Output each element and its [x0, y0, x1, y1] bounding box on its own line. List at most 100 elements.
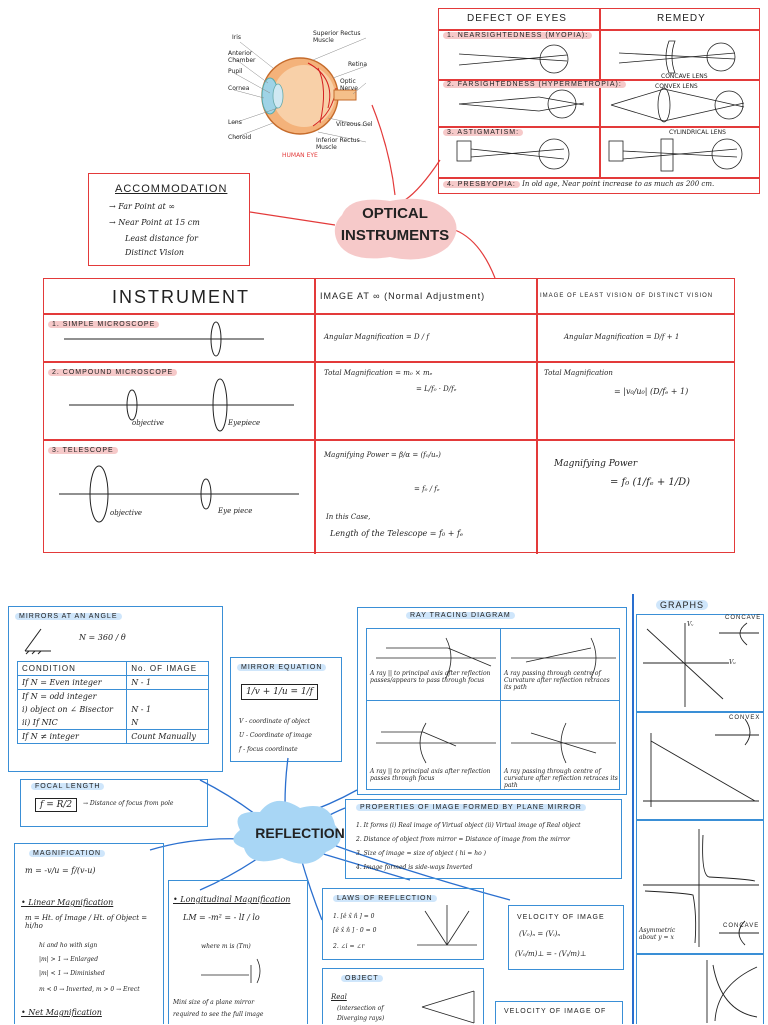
- plane-mirror-prop: 1. It forms (i) Real image of Virtual ob…: [356, 822, 581, 829]
- reflection-title: REFLECTION: [255, 825, 345, 841]
- focal-length-title: FOCAL LENGTH: [31, 783, 105, 790]
- condition-cell: i) object on ∠ Bisector: [16, 703, 128, 716]
- defects-header-right: REMEDY: [657, 13, 706, 24]
- eye-label: Lens: [228, 119, 242, 126]
- accommodation-line: → Near Point at 15 cm: [109, 218, 200, 227]
- eye-caption: HUMAN EYE: [282, 152, 318, 159]
- telescope-formula-d: Length of the Telescope = f₀ + fₑ: [330, 529, 463, 538]
- connector-lines: [249, 104, 496, 279]
- plane-mirror-prop: 2. Distance of object from mirror = Dist…: [356, 836, 570, 843]
- graph-convex-label: CONVEX: [729, 715, 761, 721]
- focal-length-formula: f = R/2: [35, 798, 78, 812]
- velocity-line: (V₀/m)⊥ = - (Vᵢ/m)⊥: [515, 950, 587, 958]
- compound-formula-b: = L/f₀ · D/fₑ: [416, 385, 457, 393]
- instrument-table: INSTRUMENT IMAGE AT ∞ (Normal Adjustment…: [43, 278, 735, 554]
- velocity-image2-title: VELOCITY OF IMAGE OF: [504, 1008, 607, 1015]
- magnification-box: MAGNIFICATION m = -v/u = f/(v-u) • Linea…: [14, 843, 164, 1024]
- longitudinal-title: • Longitudinal Magnification: [173, 895, 291, 904]
- col-no-images: No. OF IMAGE: [126, 661, 209, 676]
- eye-label: Optic Nerve: [340, 78, 358, 92]
- longitudinal-mini: Mini size of a plane mirror: [173, 999, 255, 1006]
- linear-magnification-title: • Linear Magnification: [21, 898, 114, 907]
- instrument-lens-diagrams: [59, 321, 299, 523]
- magnification-title: MAGNIFICATION: [29, 850, 106, 857]
- focal-length-desc: → Distance of focus from pole: [83, 800, 174, 807]
- eye-label: Cornea: [228, 85, 250, 92]
- ray-caption: A ray passing through centre of curvatur…: [504, 768, 618, 789]
- object-diagram: [421, 990, 475, 1024]
- title-line: OPTICAL: [362, 205, 428, 222]
- eye-label: Retina: [348, 61, 368, 68]
- col-image-least: IMAGE OF LEAST VISION OF DISTINCT VISION: [540, 293, 714, 299]
- angle-mirror-icon: [24, 628, 51, 655]
- law-line: 1. [ê x̂ n̂ ] = 0: [333, 913, 375, 920]
- col-image-infinity: IMAGE AT ∞ (Normal Adjustment): [320, 291, 486, 301]
- compound-eyepiece-label: Eyepiece: [228, 419, 261, 427]
- mirror-equation-title: MIRROR EQUATION: [237, 664, 327, 671]
- remedy-convex-label: CONVEX LENS: [655, 83, 698, 90]
- plane-mirror-prop: 3. Size of image = size of object ( hi =…: [356, 850, 486, 857]
- simple-microscope-label: 1. SIMPLE MICROSCOPE: [48, 321, 160, 328]
- velocity-line: (V₀)ₙ = (Vᵢ)ₙ: [519, 930, 561, 938]
- plane-mirror-prop: 4. Image formed is side-ways Inverted: [356, 864, 473, 871]
- longitudinal-mini: required to see the full image: [173, 1011, 264, 1018]
- eye-label: Superior Rectus Muscle: [313, 30, 361, 44]
- telescope-formula-b: = f₀ / fₑ: [414, 485, 440, 493]
- graphs-panel: Vᵥ Vᵤ CONCAVE CONVEX Asymmetric about y …: [636, 614, 764, 1024]
- object-line: Real: [331, 993, 347, 1001]
- longitudinal-box: • Longitudinal Magnification LM = -m² = …: [168, 880, 308, 1024]
- net-magnification-title: • Net Magnification: [21, 1008, 102, 1017]
- telescope-eyepiece-label: Eye piece: [218, 507, 253, 515]
- ray-tracing-diagrams: [376, 637, 616, 764]
- ray-caption: A ray passing through centre of Curvatur…: [504, 670, 610, 691]
- simple-formula-least: Angular Magnification = D/f + 1: [564, 333, 680, 341]
- mirrors-angle-title: MIRRORS AT AN ANGLE: [15, 613, 122, 620]
- object-line: Diverging rays): [337, 1015, 385, 1022]
- compound-least-b: = |v₀/u₀| (D/fₑ + 1): [614, 387, 689, 396]
- focal-length-box: FOCAL LENGTH f = R/2 → Distance of focus…: [20, 779, 208, 827]
- ray-caption: A ray || to principal axis after reflect…: [370, 768, 491, 782]
- image-count-cell: Count Manually: [126, 729, 209, 744]
- ray-caption: A ray || to principal axis after reflect…: [370, 670, 491, 684]
- velocity-image-title: VELOCITY OF IMAGE: [517, 914, 605, 921]
- mirrors-angle-formula: N = 360 / θ: [79, 633, 126, 642]
- mirrors-angle-box: MIRRORS AT AN ANGLE N = 360 / θ CONDITIO…: [8, 606, 223, 772]
- telescope-least-a: Magnifying Power: [554, 459, 638, 469]
- mirror-eq-line: U - Coordinate of image: [239, 732, 312, 739]
- magnification-formula: m = -v/u = f/(v-u): [25, 866, 96, 875]
- telescope-least-b: = f₀ (1/fₑ + 1/D): [610, 477, 691, 488]
- image-count-cell: N - 1: [126, 675, 209, 690]
- accommodation-box: ACCOMMODATION → Far Point at ∞ → Near Po…: [88, 173, 250, 266]
- graph-concave-label: CONCAVE: [725, 615, 762, 621]
- graph-plots: [643, 622, 759, 1023]
- defect-hypermetropia-title: 2. FARSIGHTEDNESS (HYPERMETROPIA):: [443, 81, 626, 88]
- graphs-title: GRAPHS: [656, 600, 709, 610]
- graph-asymmetric-label: Asymmetric about y = x: [639, 927, 676, 941]
- mirror-eq-line: f - focus coordinate: [239, 746, 298, 753]
- compound-formula-a: Total Magnification = m₀ × mₑ: [324, 369, 433, 377]
- laws-title: LAWS OF REFLECTION: [333, 895, 437, 902]
- mirror-eq-line: V - coordinate of object: [239, 718, 311, 725]
- ray-tracing-title: RAY TRACING DIAGRAM: [406, 612, 515, 619]
- longitudinal-where: where m is (Tm): [201, 943, 251, 950]
- reflection-branches: [149, 757, 511, 921]
- defect-ray-diagrams: [456, 40, 745, 172]
- object-line: (intersection of: [337, 1005, 384, 1012]
- title-line: INSTRUMENTS: [340, 227, 450, 244]
- telescope-objective-label: objective: [110, 509, 143, 517]
- plane-mirror-box: PROPERTIES OF IMAGE FORMED BY PLANE MIRR…: [345, 799, 622, 879]
- remedy-concave-label: CONCAVE LENS: [661, 73, 708, 80]
- accommodation-line: Least distance for: [125, 234, 198, 243]
- magnification-line: m < 0 → Inverted, m > 0 → Erect: [39, 986, 140, 993]
- eye-label: Iris: [232, 34, 242, 41]
- eye-label: Vitreous Gel: [336, 121, 373, 128]
- telescope-formula-c: In this Case,: [326, 513, 371, 521]
- object-title: OBJECT: [341, 975, 383, 982]
- eye-label: Inferior Rectus Muscle: [316, 137, 360, 151]
- magnification-line: |m| > 1 → Enlarged: [39, 956, 99, 963]
- image-count-cell: [126, 689, 209, 703]
- longitudinal-diagram: [201, 958, 261, 984]
- defect-presbyopia-title: 4. PRESBYOPIA:: [443, 181, 520, 188]
- law-line: 2. ∠i = ∠r: [333, 943, 365, 950]
